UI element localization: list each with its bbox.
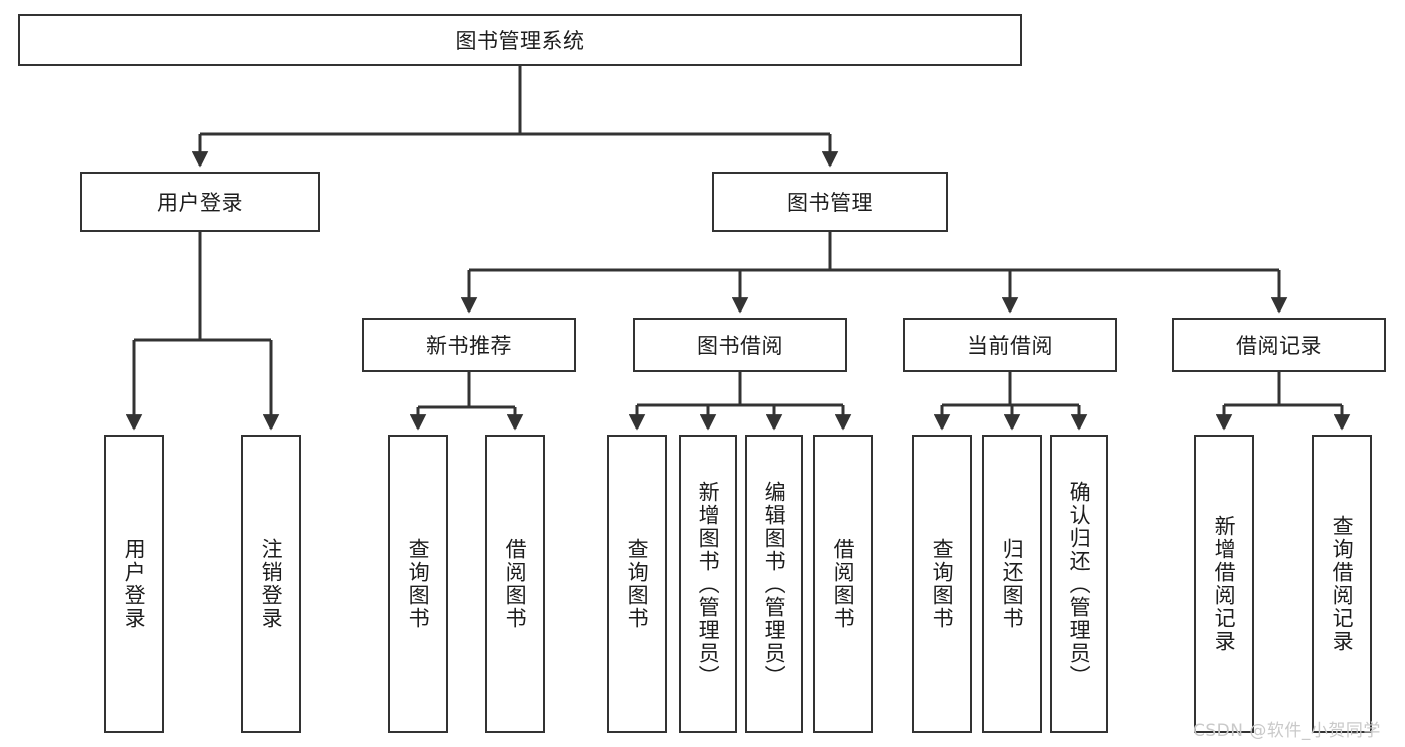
leaf-user-login[interactable]: 用户登录 (104, 435, 164, 733)
node-user-login[interactable]: 用户登录 (80, 172, 320, 232)
leaf-confirm-return[interactable]: 确认归还（管理员） (1050, 435, 1108, 733)
leaf-query-book-1-label: 查询图书 (406, 538, 431, 630)
leaf-add-record-label: 新增借阅记录 (1212, 515, 1237, 653)
leaf-confirm-return-label: 确认归还（管理员） (1067, 480, 1092, 688)
leaf-add-record[interactable]: 新增借阅记录 (1194, 435, 1254, 733)
leaf-edit-book[interactable]: 编辑图书（管理员） (745, 435, 803, 733)
leaf-borrow-book-1[interactable]: 借阅图书 (485, 435, 545, 733)
leaf-user-login-label: 用户登录 (122, 538, 147, 630)
node-book-manage-label: 图书管理 (787, 191, 873, 215)
leaf-query-record-label: 查询借阅记录 (1330, 515, 1355, 653)
leaf-return-book[interactable]: 归还图书 (982, 435, 1042, 733)
leaf-borrow-book-2[interactable]: 借阅图书 (813, 435, 873, 733)
leaf-query-book-3[interactable]: 查询图书 (912, 435, 972, 733)
leaf-query-book-1[interactable]: 查询图书 (388, 435, 448, 733)
node-borrow-record-label: 借阅记录 (1236, 334, 1322, 358)
leaf-query-book-2[interactable]: 查询图书 (607, 435, 667, 733)
node-new-book-rec[interactable]: 新书推荐 (362, 318, 576, 372)
node-root-label: 图书管理系统 (455, 29, 585, 53)
leaf-return-book-label: 归还图书 (1000, 538, 1025, 630)
leaf-logout[interactable]: 注销登录 (241, 435, 301, 733)
leaf-query-record[interactable]: 查询借阅记录 (1312, 435, 1372, 733)
leaf-borrow-book-2-label: 借阅图书 (831, 538, 856, 630)
node-book-manage[interactable]: 图书管理 (712, 172, 948, 232)
node-borrow-record[interactable]: 借阅记录 (1172, 318, 1386, 372)
leaf-add-book-label: 新增图书（管理员） (696, 480, 721, 688)
node-user-login-label: 用户登录 (157, 191, 243, 215)
leaf-add-book[interactable]: 新增图书（管理员） (679, 435, 737, 733)
csdn-watermark: CSDN @软件_小贺同学 (1193, 721, 1381, 741)
node-current-borrow[interactable]: 当前借阅 (903, 318, 1117, 372)
leaf-query-book-2-label: 查询图书 (625, 538, 650, 630)
node-book-borrow-label: 图书借阅 (697, 334, 783, 358)
leaf-query-book-3-label: 查询图书 (930, 538, 955, 630)
node-current-borrow-label: 当前借阅 (967, 334, 1053, 358)
node-new-book-rec-label: 新书推荐 (426, 334, 512, 358)
node-root[interactable]: 图书管理系统 (18, 14, 1022, 66)
node-book-borrow[interactable]: 图书借阅 (633, 318, 847, 372)
leaf-logout-label: 注销登录 (259, 538, 284, 630)
leaf-borrow-book-1-label: 借阅图书 (503, 538, 528, 630)
leaf-edit-book-label: 编辑图书（管理员） (762, 480, 787, 688)
